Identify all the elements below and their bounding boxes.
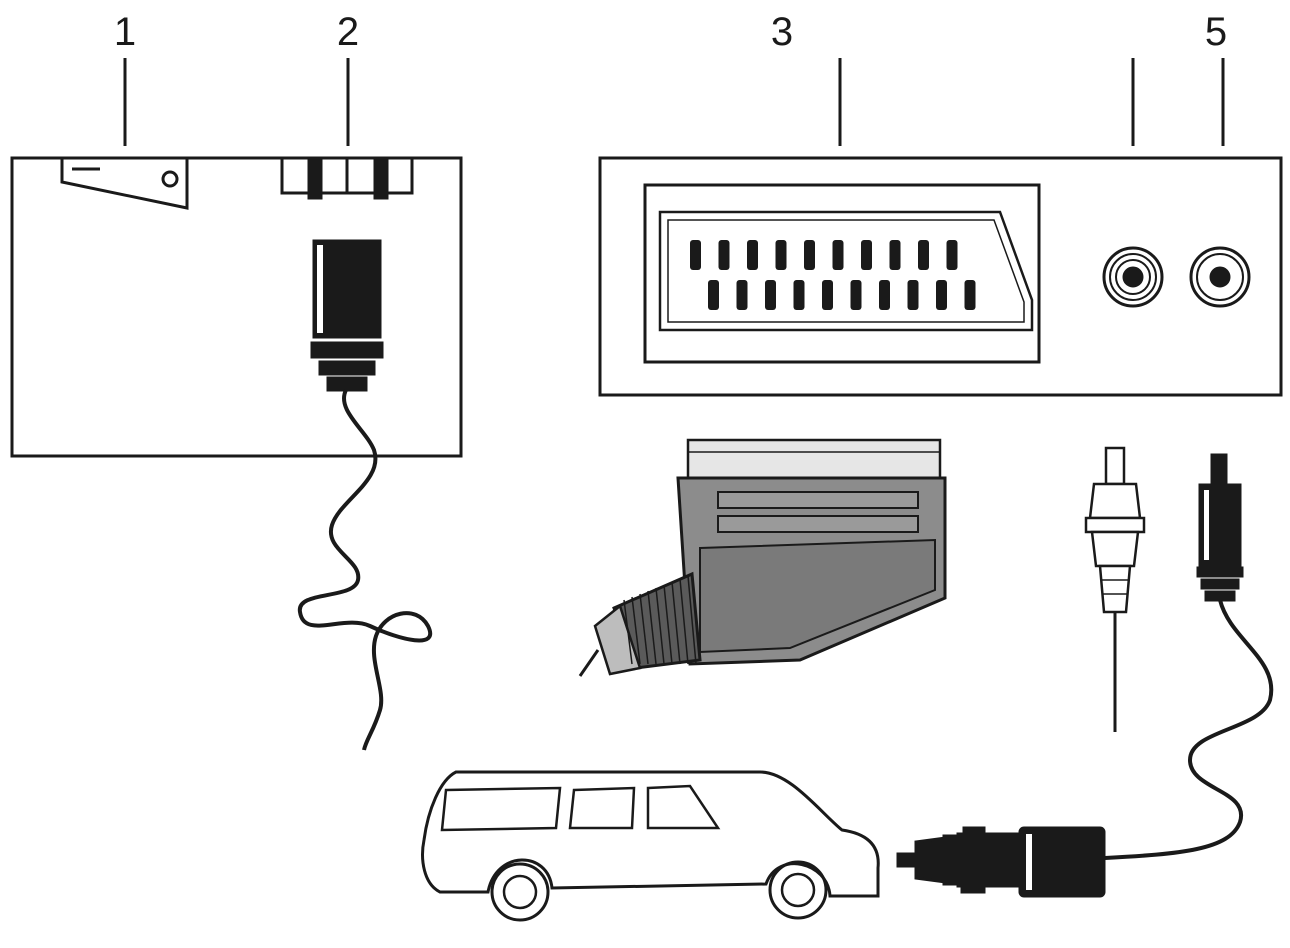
scart-pin [708,280,719,310]
scart-pin [946,240,958,270]
scart-boot-ridge [671,581,681,665]
scart-pin [879,280,890,310]
device-side-panel-icon [10,156,463,458]
scart-pin [747,240,758,270]
scart-pin [936,280,947,310]
receiver-back-panel-icon [598,156,1283,397]
scart-pin [793,280,805,310]
scart-pin [822,280,833,310]
scart-pin [964,280,976,310]
scart-pin [918,240,929,270]
car-adapter-plug-icon [896,826,1106,898]
callout-label-2: 2 [336,10,360,54]
callout-label-1: 1 [113,10,137,54]
scart-pin [907,280,919,310]
scart-pin [804,240,815,270]
dc-socket-icon [280,156,414,200]
power-switch-icon [60,158,189,210]
scart-pin [736,280,748,310]
scart-boot-ridge [679,578,689,665]
scart-plug-icon [578,438,947,677]
scart-boot-ridge [639,593,649,665]
rca-plug-icon [1084,446,1146,732]
scart-boot-ridge [623,599,633,665]
scart-boot-ridge [631,596,641,665]
rca-socket-icon [1102,246,1251,308]
dc-plug-icon [1104,453,1274,860]
scart-boot-ridge [663,584,673,665]
callout-label-5: 5 [1204,10,1228,54]
scart-boot-ridge [655,587,665,665]
scart-boot-ridge [647,590,657,665]
scart-socket-icon [643,183,1041,364]
scart-pin [690,240,701,270]
scart-pin [718,240,730,270]
dc-plug-icon [297,239,433,751]
scart-boot-ridge [687,575,697,665]
scart-pin [861,240,872,270]
scart-pin [765,280,776,310]
scart-pin [889,240,901,270]
station-wagon-car-icon [421,770,880,922]
callout-label-3: 3 [770,10,794,54]
scart-pin [832,240,844,270]
scart-pin [775,240,787,270]
scart-pin [850,280,862,310]
